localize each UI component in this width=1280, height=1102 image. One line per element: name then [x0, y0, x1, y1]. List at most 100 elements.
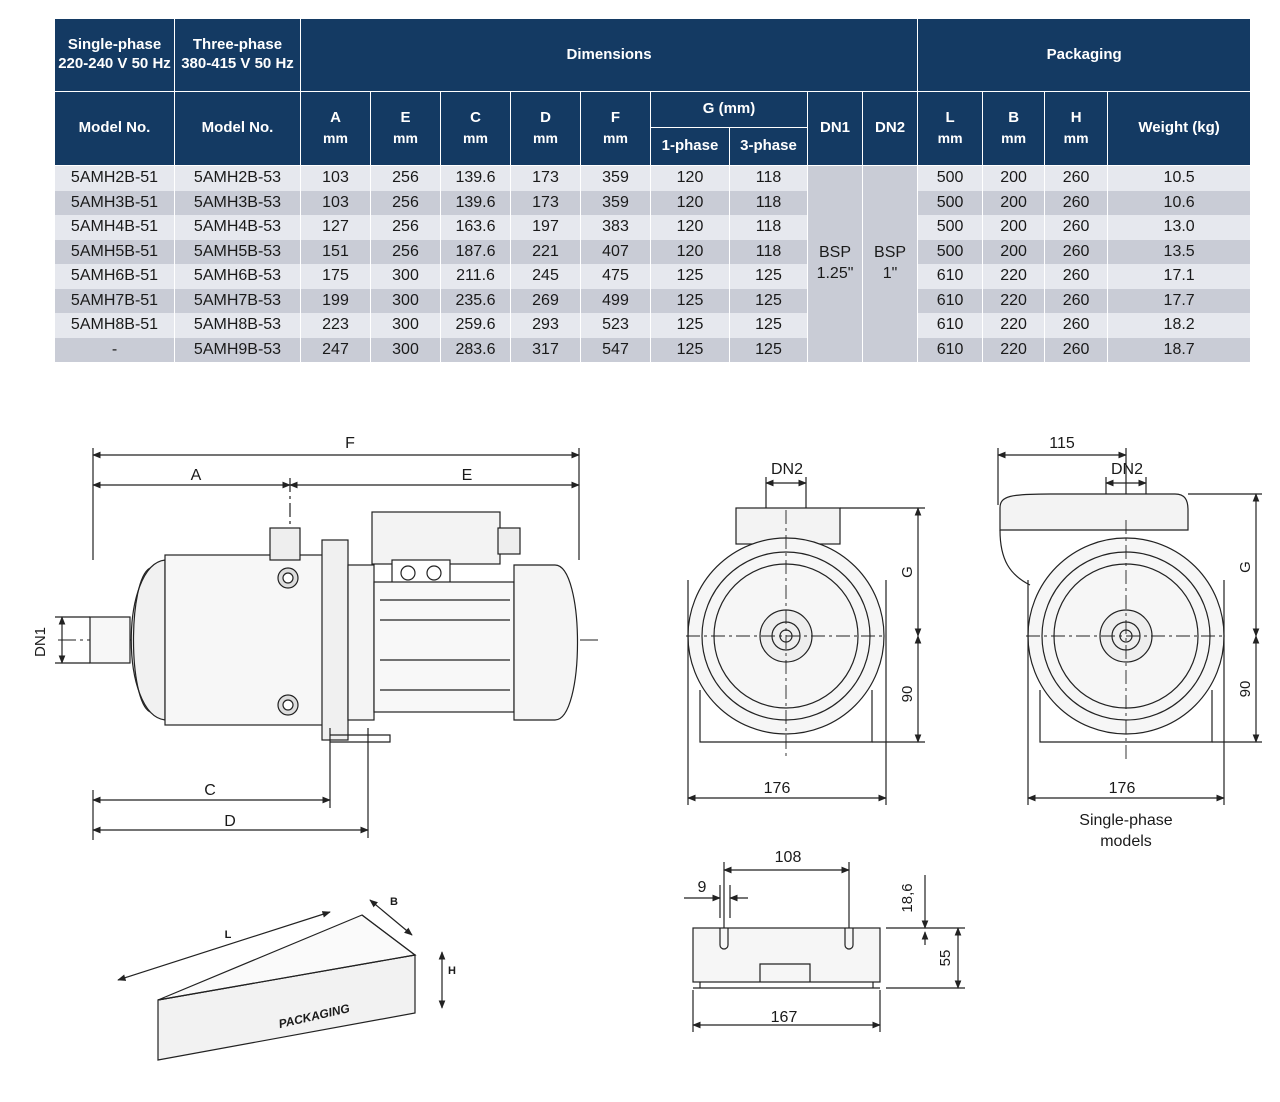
front-176-label: 176: [764, 780, 791, 797]
packaging-box-drawing: [117, 899, 446, 1061]
cell-dim-f: 407: [580, 239, 651, 264]
cell-g-1phase: 120: [650, 190, 730, 215]
cell-dim-a: 223: [300, 313, 371, 338]
cell-pkg-b: 220: [982, 264, 1046, 289]
cell-dim-d: 293: [510, 313, 581, 338]
cell-dim-e: 256: [370, 165, 441, 191]
single-phase-header: Single-phase 220-240 V 50 Hz: [54, 18, 175, 92]
cell-pkg-l: 500: [917, 215, 984, 240]
cell-dim-f: 383: [580, 215, 651, 240]
base-9-label: 9: [698, 879, 707, 896]
dim-dn1-label: DN1: [32, 627, 49, 657]
spec-table: Single-phase 220-240 V 50 Hz Three-phase…: [54, 18, 1252, 362]
cell-pkg-l: 610: [917, 288, 984, 313]
cell-g-1phase: 120: [650, 239, 730, 264]
cell-model-three: 5AMH5B-53: [174, 239, 301, 264]
base-18-6-label: 18,6: [899, 883, 916, 912]
cell-pkg-l: 500: [917, 239, 984, 264]
model-no-header-1: Model No.: [54, 91, 175, 166]
base-167-label: 167: [771, 1009, 798, 1026]
single-dn2-label: DN2: [1111, 461, 1143, 478]
cell-weight: 10.5: [1107, 165, 1252, 191]
cell-dim-a: 127: [300, 215, 371, 240]
cell-dim-f: 547: [580, 337, 651, 362]
cell-dim-e: 256: [370, 239, 441, 264]
cell-dim-c: 283.6: [440, 337, 511, 362]
cell-dim-a: 199: [300, 288, 371, 313]
cell-model-single: -: [54, 337, 175, 362]
cell-dim-f: 523: [580, 313, 651, 338]
cell-g-1phase: 120: [650, 215, 730, 240]
cell-pkg-l: 610: [917, 337, 984, 362]
col-weight-header: Weight (kg): [1107, 91, 1252, 166]
single-90-label: 90: [1237, 681, 1254, 698]
front-90-label: 90: [899, 686, 916, 703]
single-g-label: G: [1237, 561, 1254, 573]
cell-dim-c: 259.6: [440, 313, 511, 338]
cell-model-single: 5AMH4B-51: [54, 215, 175, 240]
cell-model-single: 5AMH5B-51: [54, 239, 175, 264]
cell-model-single: 5AMH3B-51: [54, 190, 175, 215]
cell-g-3phase: 118: [729, 239, 808, 264]
cell-g-1phase: 125: [650, 337, 730, 362]
cell-dim-d: 173: [510, 165, 581, 191]
cell-model-single: 5AMH6B-51: [54, 264, 175, 289]
cell-g-1phase: 125: [650, 313, 730, 338]
cell-pkg-l: 500: [917, 165, 984, 191]
cell-weight: 18.7: [1107, 337, 1252, 362]
cell-model-three: 5AMH9B-53: [174, 337, 301, 362]
dimensions-header: Dimensions: [299, 18, 919, 92]
cell-weight: 18.2: [1107, 313, 1252, 338]
cell-model-single: 5AMH2B-51: [54, 165, 175, 191]
cell-weight: 13.0: [1107, 215, 1252, 240]
dim-c-label: C: [204, 782, 216, 799]
cell-dim-c: 235.6: [440, 288, 511, 313]
cell-pkg-l: 610: [917, 313, 984, 338]
cell-model-three: 5AMH4B-53: [174, 215, 301, 240]
col-dn2-header: DN2: [861, 91, 919, 166]
front-view-drawing: [686, 477, 925, 805]
cell-pkg-h: 260: [1044, 215, 1109, 240]
cell-dim-f: 359: [580, 190, 651, 215]
cell-dim-f: 359: [580, 165, 651, 191]
cell-pkg-l: 610: [917, 264, 984, 289]
cell-pkg-h: 260: [1044, 239, 1109, 264]
cell-dim-d: 173: [510, 190, 581, 215]
cell-dim-e: 300: [370, 288, 441, 313]
cell-weight: 10.6: [1107, 190, 1252, 215]
single-phase-view-drawing: [997, 448, 1262, 805]
base-108-label: 108: [775, 849, 802, 866]
base-plate-drawing: [684, 862, 965, 1032]
cell-model-three: 5AMH7B-53: [174, 288, 301, 313]
cell-pkg-b: 220: [982, 337, 1046, 362]
col-g-header: G (mm): [650, 91, 808, 128]
cell-dim-e: 300: [370, 337, 441, 362]
cell-g-1phase: 120: [650, 165, 730, 191]
cell-g-1phase: 125: [650, 288, 730, 313]
cell-pkg-h: 260: [1044, 313, 1109, 338]
dim-d-label: D: [224, 813, 236, 830]
cell-dim-f: 499: [580, 288, 651, 313]
side-view-drawing: [55, 448, 600, 840]
col-g1-header: 1-phase: [650, 127, 730, 166]
cell-g-3phase: 118: [729, 215, 808, 240]
cell-g-3phase: 125: [729, 313, 808, 338]
cell-dim-d: 269: [510, 288, 581, 313]
cell-model-three: 5AMH3B-53: [174, 190, 301, 215]
single-176-label: 176: [1109, 780, 1136, 797]
cell-model-single: 5AMH8B-51: [54, 313, 175, 338]
cell-dim-d: 197: [510, 215, 581, 240]
